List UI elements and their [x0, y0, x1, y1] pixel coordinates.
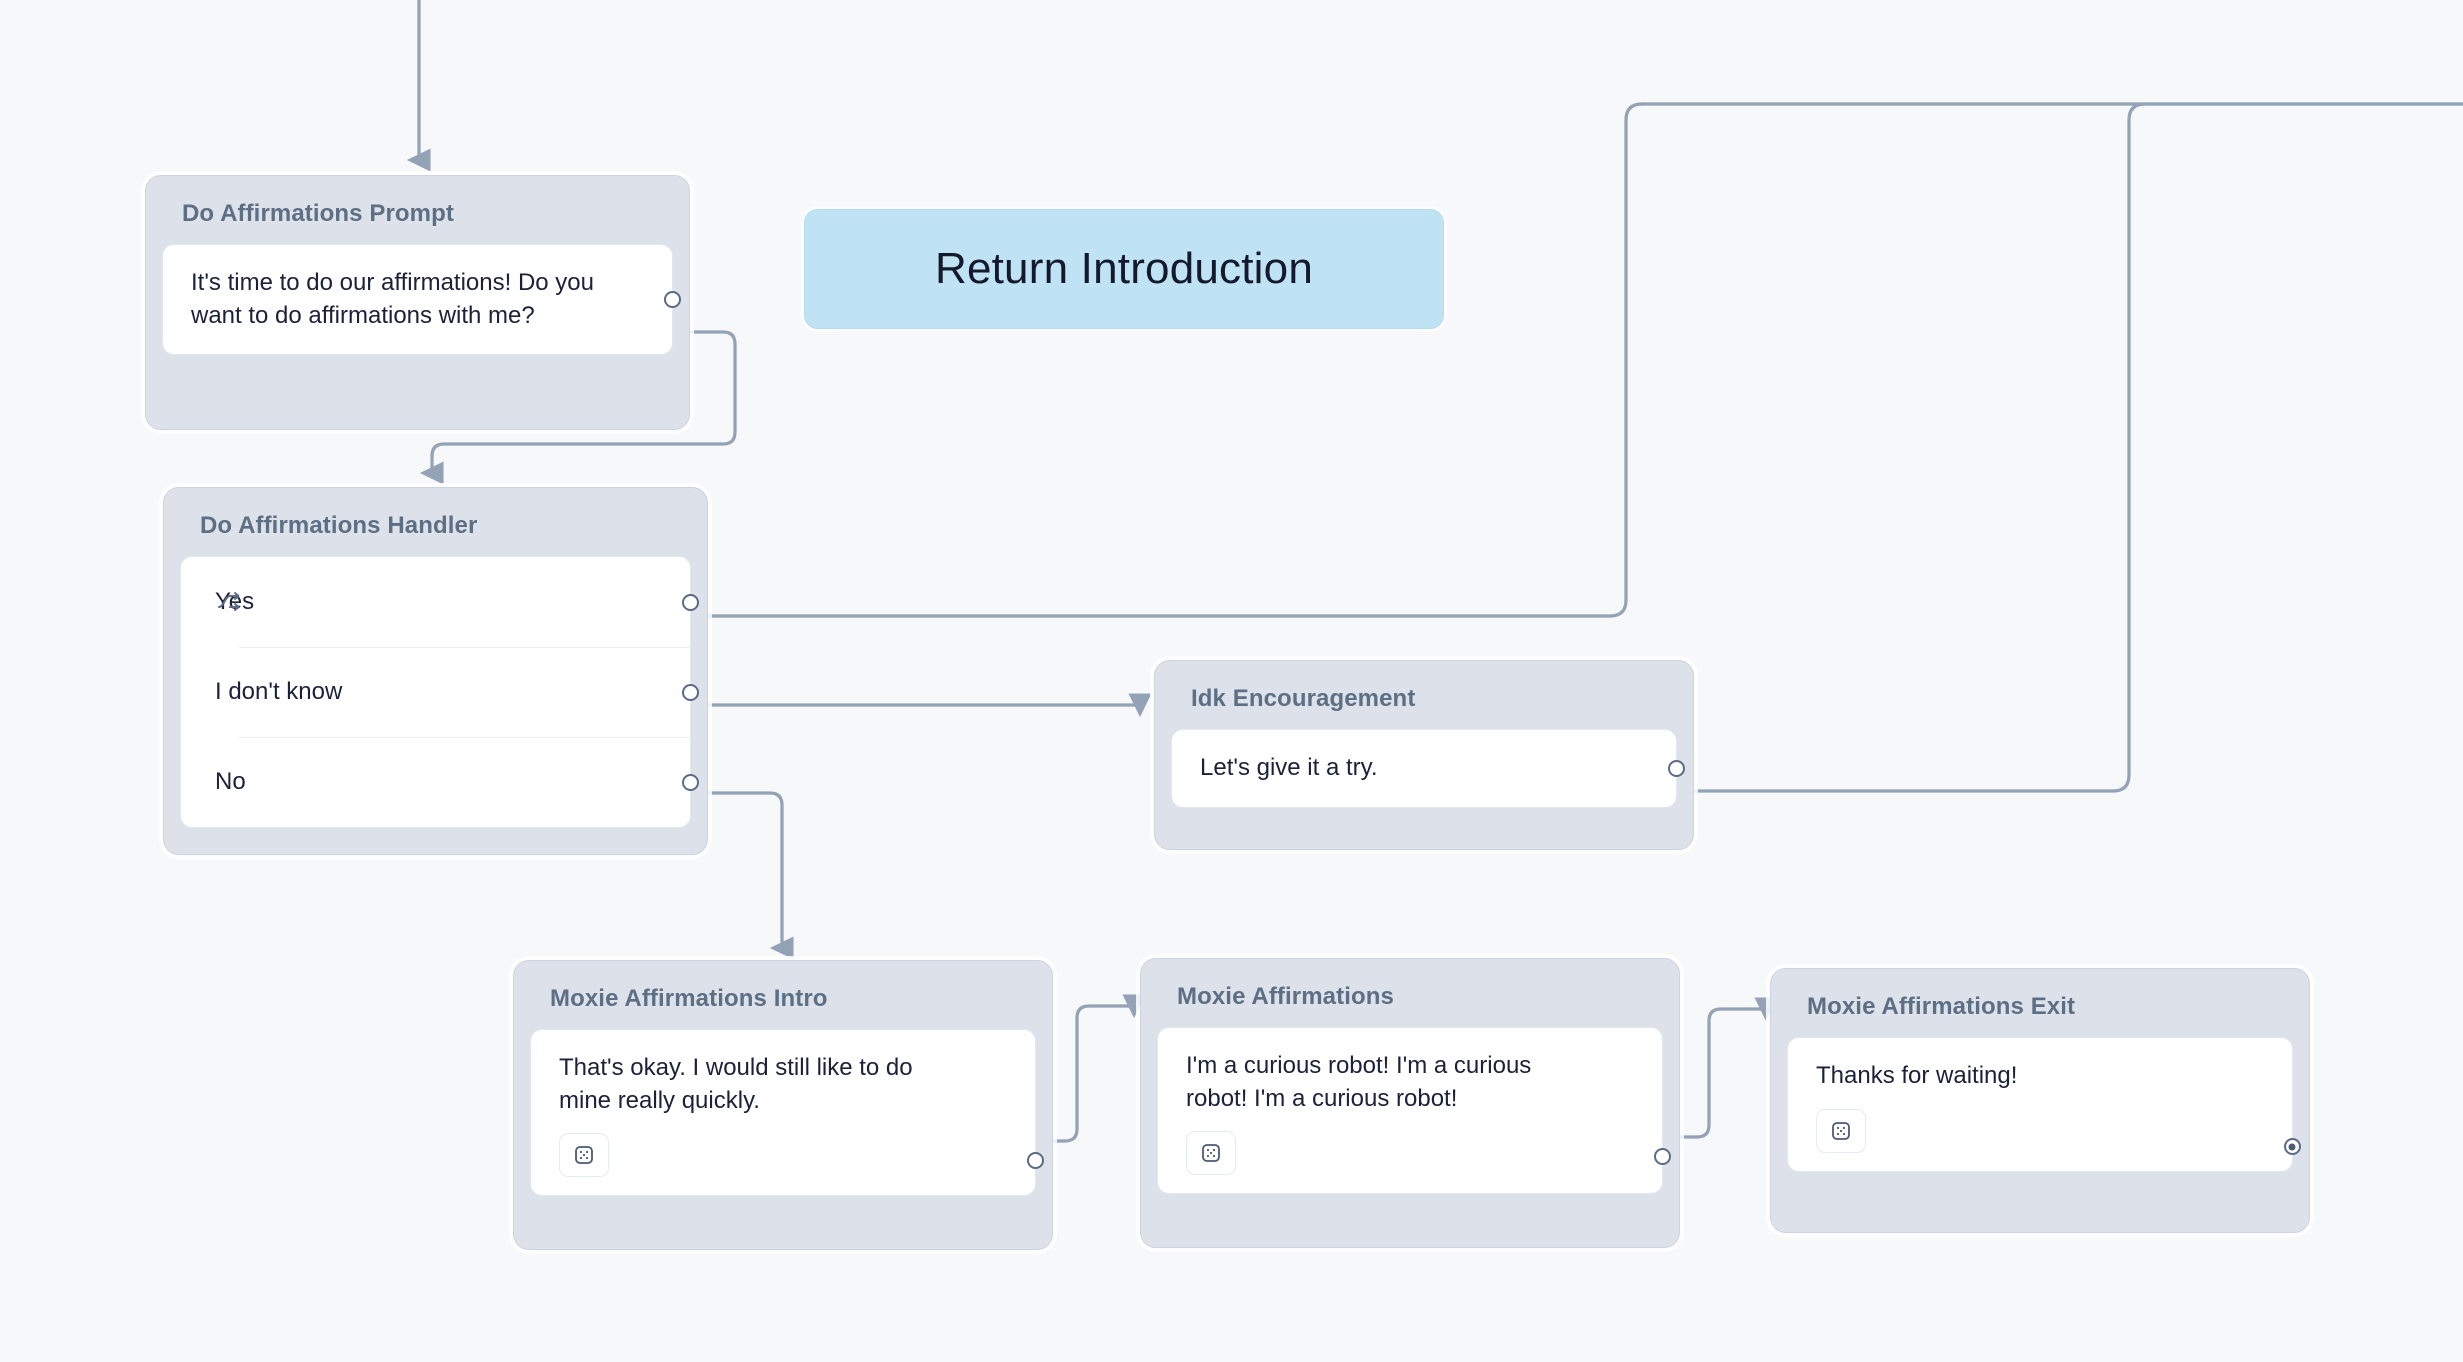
node-body[interactable]: Thanks for waiting!: [1787, 1037, 2301, 1172]
speech-text: Thanks for waiting!: [1816, 1062, 2018, 1089]
banner-label: Return Introduction: [934, 244, 1313, 293]
node-title: Moxie Affirmations Exit: [1807, 993, 2076, 1020]
speech-row[interactable]: That's okay. I would still like to do mi…: [531, 1030, 1035, 1195]
node-title: Moxie Affirmations: [1177, 983, 1394, 1010]
node-title: Do Affirmations Prompt: [182, 200, 454, 227]
speech-row[interactable]: Let's give it a try.: [1172, 730, 1676, 807]
node-do-affirmations-handler[interactable]: Do Affirmations Handler Yes I don't know: [163, 487, 708, 855]
speech-row[interactable]: Thanks for waiting!: [1788, 1038, 2292, 1171]
node-moxie-affirmations-exit[interactable]: Moxie Affirmations Exit Thanks for waiti…: [1770, 968, 2310, 1233]
output-port[interactable]: [1667, 759, 1685, 777]
node-idk-encouragement[interactable]: Idk Encouragement Let's give it a try.: [1154, 660, 1694, 850]
choice-row-yes[interactable]: Yes: [181, 557, 699, 647]
output-port[interactable]: [1026, 1152, 1044, 1169]
speech-text: Let's give it a try.: [1200, 754, 1378, 781]
dice-five-icon-button[interactable]: [1816, 1108, 1866, 1153]
output-port[interactable]: [2283, 1138, 2301, 1155]
choice-output-port[interactable]: [681, 683, 699, 701]
node-moxie-affirmations-intro[interactable]: Moxie Affirmations Intro That's okay. I …: [513, 960, 1053, 1250]
edge-idk-encouragement-out: [1692, 102, 2463, 793]
choice-label: I don't know: [215, 678, 343, 705]
speech-text: It's time to do our affirmations! Do you…: [191, 269, 594, 329]
node-body[interactable]: Yes I don't know No: [180, 556, 699, 828]
choice-row-i-dont-know[interactable]: I don't know: [181, 647, 699, 737]
dice-five-icon-button[interactable]: [1186, 1131, 1236, 1176]
speech-text: That's okay. I would still like to do mi…: [559, 1054, 913, 1114]
choice-row-no[interactable]: No: [181, 737, 699, 827]
edge-yes-to-return-introduction: [688, 102, 2463, 618]
output-port[interactable]: [1653, 1148, 1671, 1165]
choice-output-port[interactable]: [681, 773, 699, 791]
choice-label: No: [215, 768, 246, 795]
speech-text: I'm a curious robot! I'm a curious robot…: [1186, 1052, 1532, 1112]
output-port[interactable]: [663, 291, 681, 309]
node-body[interactable]: It's time to do our affirmations! Do you…: [162, 244, 681, 356]
dice-five-icon-button[interactable]: [559, 1133, 609, 1178]
branch-icon: [215, 587, 245, 617]
speech-row[interactable]: I'm a curious robot! I'm a curious robot…: [1158, 1028, 1662, 1193]
node-title: Idk Encouragement: [1191, 685, 1416, 712]
node-body[interactable]: Let's give it a try.: [1171, 729, 1685, 808]
choice-output-port[interactable]: [681, 593, 699, 611]
node-moxie-affirmations[interactable]: Moxie Affirmations I'm a curious robot! …: [1140, 958, 1680, 1248]
node-title: Moxie Affirmations Intro: [550, 985, 828, 1012]
speech-row[interactable]: It's time to do our affirmations! Do you…: [163, 245, 672, 354]
return-introduction-banner[interactable]: Return Introduction: [804, 209, 1444, 329]
node-do-affirmations-prompt[interactable]: Do Affirmations Prompt It's time to do o…: [145, 175, 690, 430]
node-body[interactable]: I'm a curious robot! I'm a curious robot…: [1157, 1027, 1671, 1195]
node-title: Do Affirmations Handler: [200, 512, 478, 539]
node-body[interactable]: That's okay. I would still like to do mi…: [530, 1029, 1044, 1197]
